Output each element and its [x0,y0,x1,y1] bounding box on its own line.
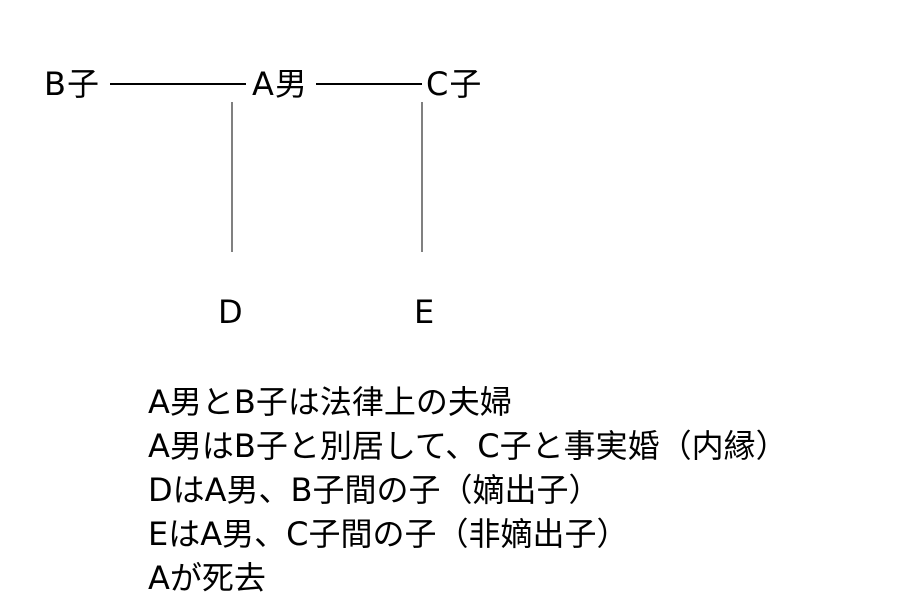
node-c-partner: C子 [426,65,483,103]
node-a-husband: A男 [252,65,308,103]
note-line: DはA男、B子間の子（嫡出子） [148,471,601,509]
note-line: EはA男、C子間の子（非嫡出子） [148,515,629,553]
note-line: A男はB子と別居して、C子と事実婚（内縁） [148,427,788,465]
case-notes: A男とB子は法律上の夫婦 A男はB子と別居して、C子と事実婚（内縁） DはA男、… [148,380,788,600]
note-line: Aが死去 [148,559,266,597]
node-d-child: D [218,293,244,331]
node-e-child: E [414,293,436,331]
node-b-wife: B子 [44,65,100,103]
note-line: A男とB子は法律上の夫婦 [148,383,512,421]
